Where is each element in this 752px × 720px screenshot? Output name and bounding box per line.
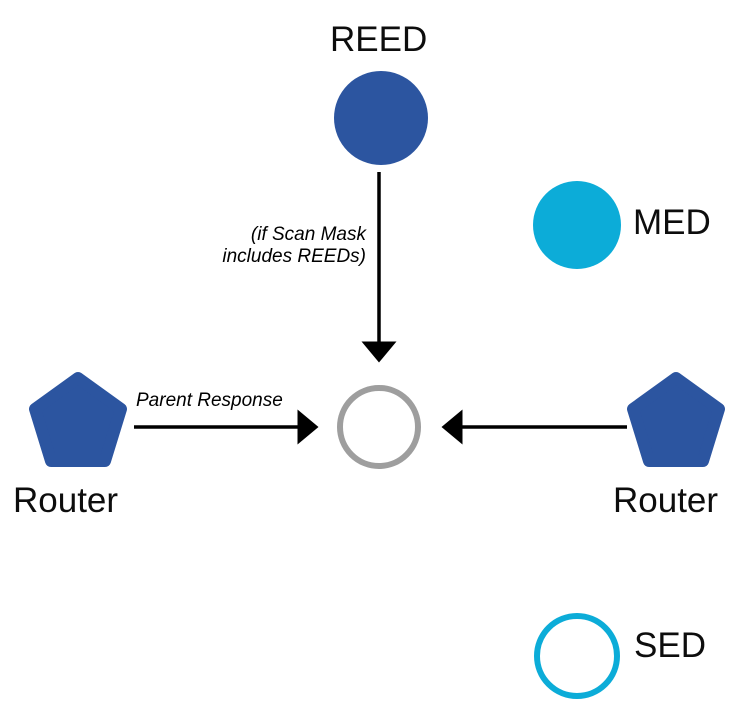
node-router-left[interactable] [29,372,127,467]
edge-label-parent-response: Parent Response [136,390,283,411]
edge-label-scan-mask: (if Scan Mask includes REEDs) [196,224,366,269]
node-sed[interactable] [534,613,620,699]
edge-label-scan-mask-line2: includes REEDs) [222,246,366,268]
node-label-router-left: Router [13,481,119,520]
node-med[interactable] [533,181,621,269]
node-label-sed: SED [634,626,706,665]
node-label-med: MED [633,203,711,242]
node-label-router-right: Router [613,481,719,520]
node-center-device[interactable] [337,385,421,469]
node-label-reed: REED [330,20,428,59]
node-reed[interactable] [334,71,428,165]
node-router-right[interactable] [627,372,725,467]
edge-label-scan-mask-line1: (if Scan Mask [250,224,366,245]
